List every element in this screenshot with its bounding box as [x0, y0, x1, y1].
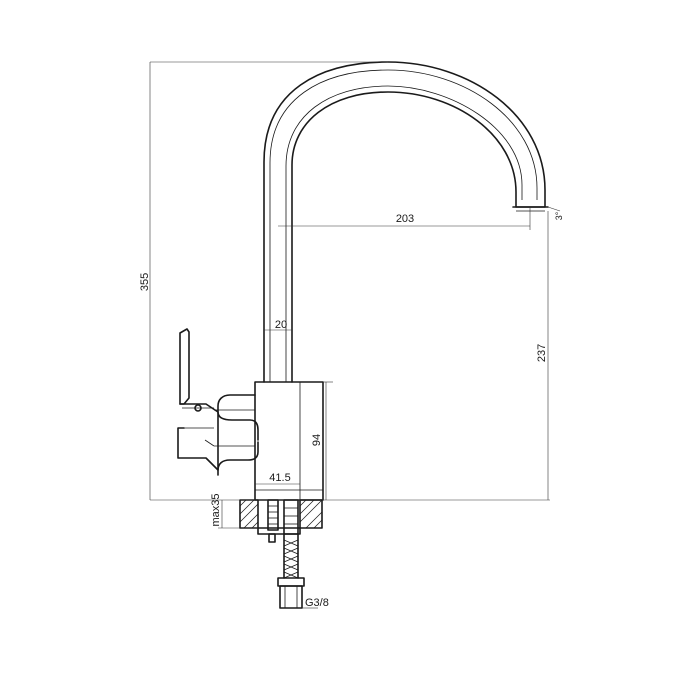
dim-swivel-angle: 3° [554, 211, 564, 220]
dim-mounting-thickness: max35 [210, 493, 222, 526]
dim-body-width: 41.5 [269, 472, 290, 484]
spout [263, 61, 549, 383]
dim-tube-diameter: 20 [275, 319, 287, 331]
dim-spout-reach: 203 [396, 213, 414, 225]
dimension-lines [149, 61, 561, 609]
mounting-section [239, 499, 323, 543]
lever-handle [177, 328, 219, 471]
dim-spout-clearance: 237 [536, 344, 548, 362]
dim-connection-thread: G3/8 [305, 597, 329, 609]
supply-hose [277, 533, 305, 609]
dim-total-height: 355 [139, 273, 151, 291]
dim-body-height: 94 [311, 434, 323, 446]
